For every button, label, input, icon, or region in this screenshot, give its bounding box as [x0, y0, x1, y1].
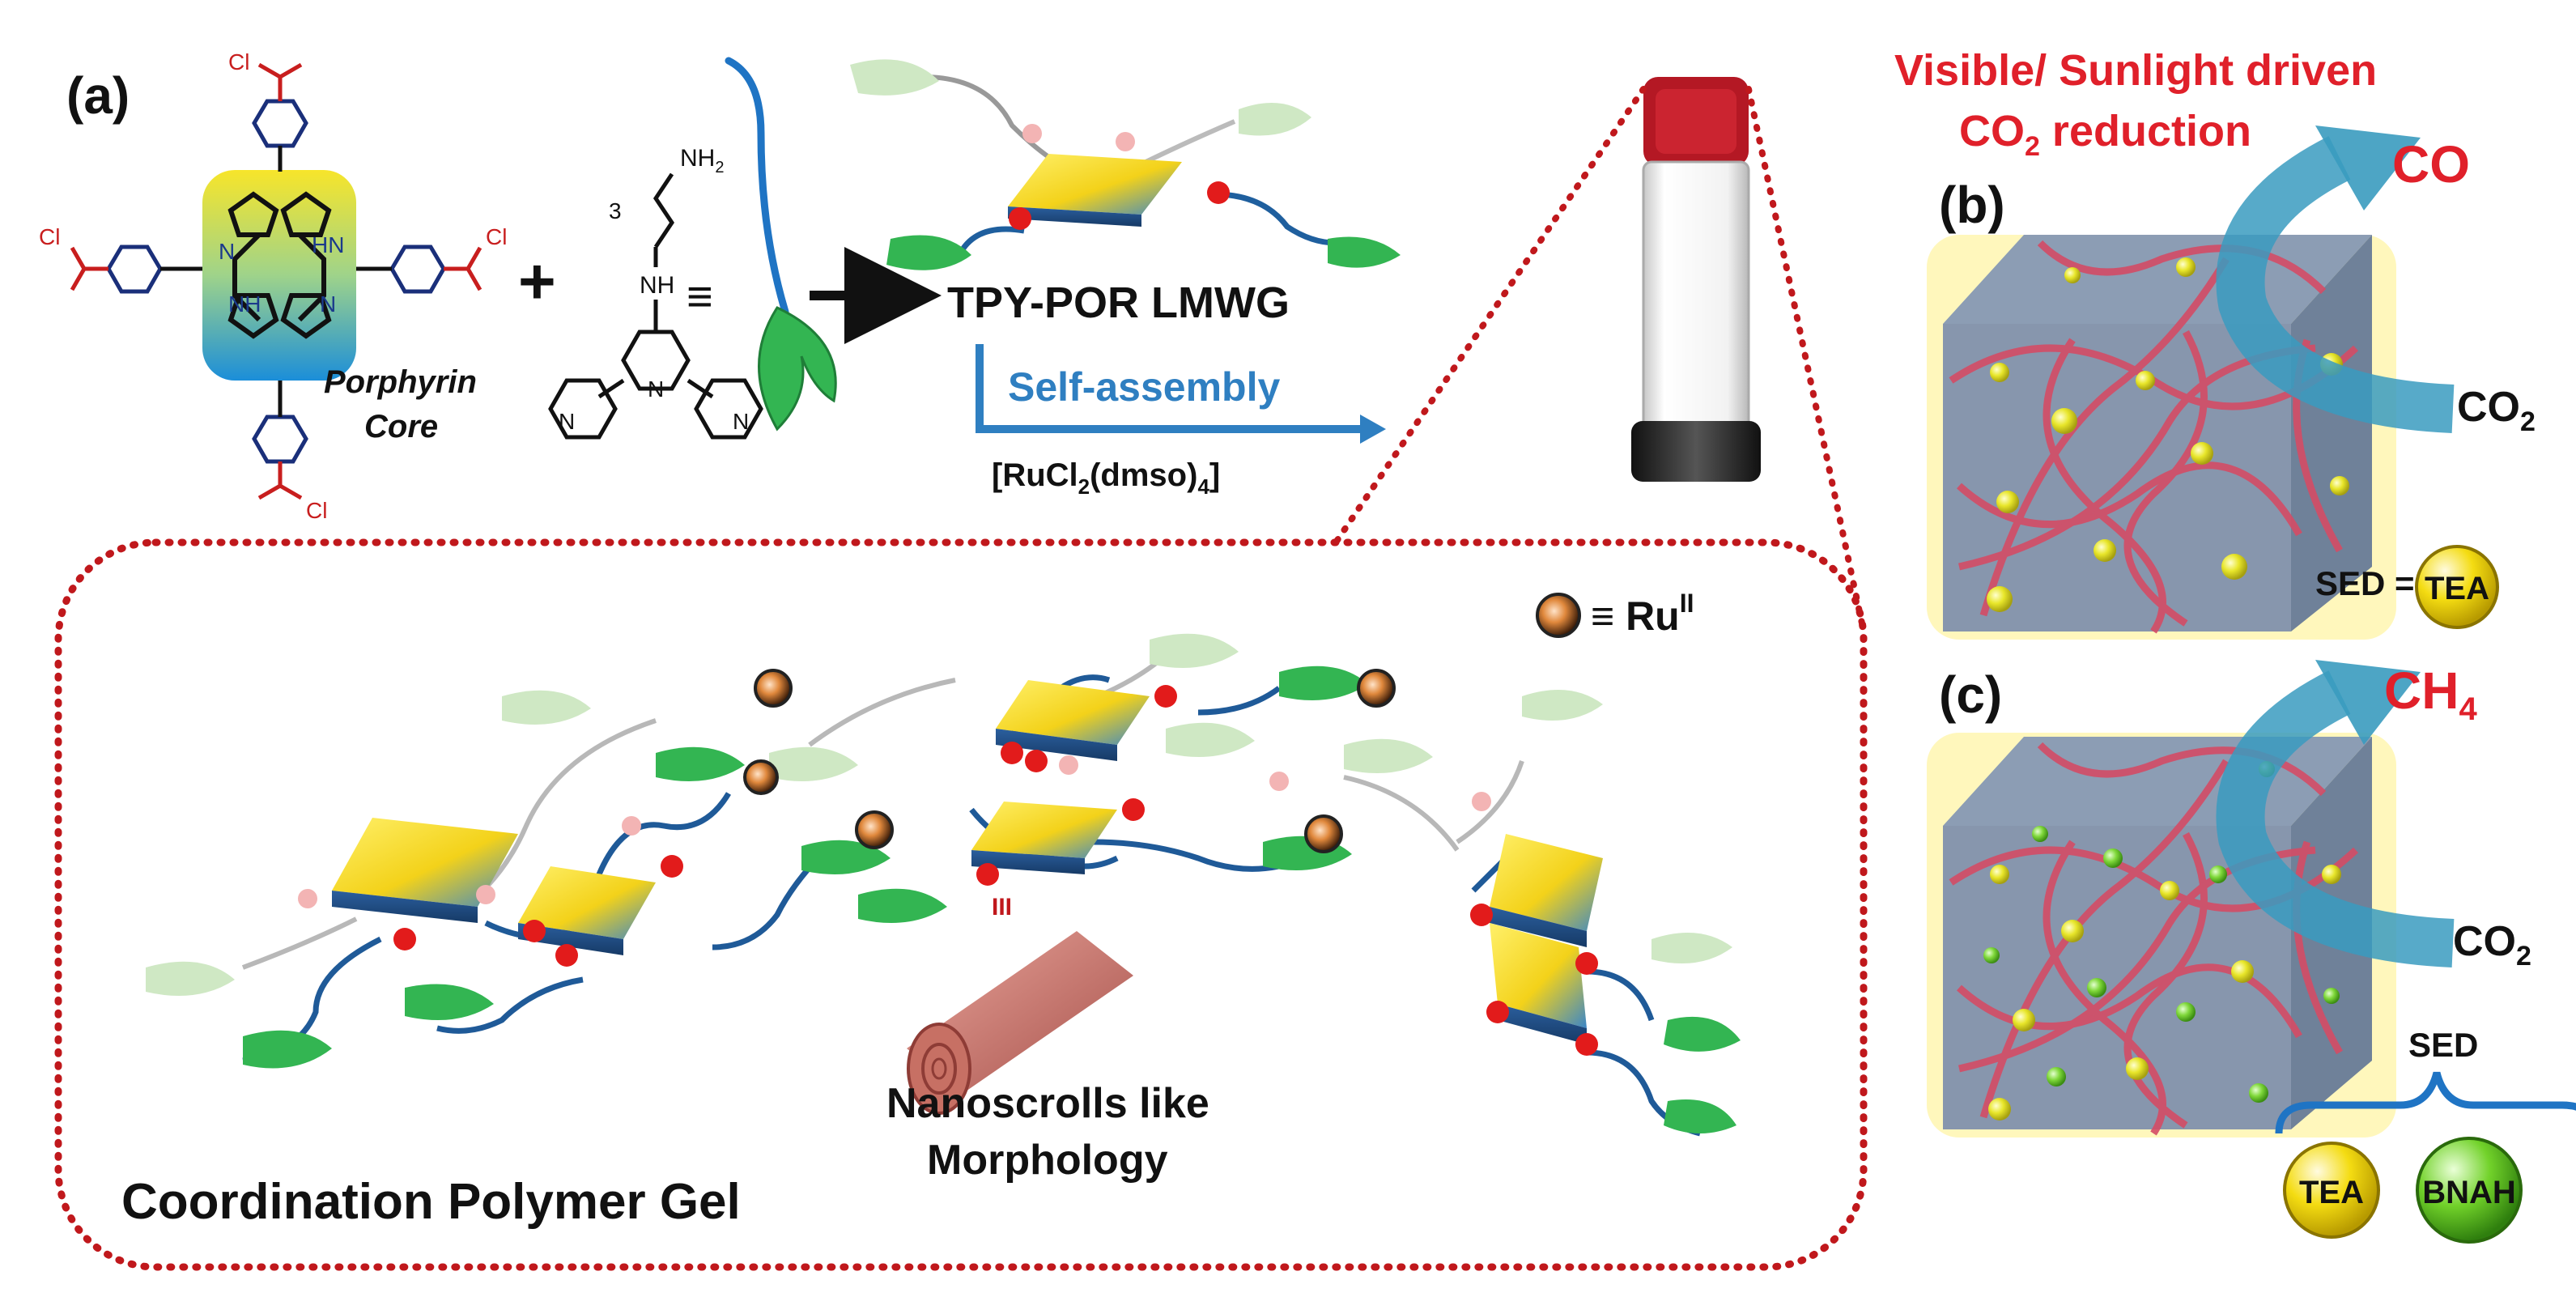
cl-right: Cl — [486, 224, 507, 249]
morphology-label-1: Nanoscrolls like — [886, 1080, 1209, 1127]
gel-caption: Coordination Polymer Gel — [121, 1174, 741, 1230]
plus-sign: + — [518, 245, 556, 317]
ru-legend-text: ≡ RuII — [1591, 589, 1694, 639]
panel-b-sed-label: SED = — [2315, 564, 2415, 602]
gel-box-border — [54, 538, 1868, 1271]
zoom-lines — [1333, 86, 1865, 627]
nanoscroll-marker: III — [992, 894, 1012, 921]
phenyl-right — [389, 245, 446, 294]
title-line-2: CO2 reduction — [1959, 107, 2251, 162]
porphyrin-tile-3 — [996, 680, 1150, 761]
panel-c-product: CH4 — [2384, 661, 2477, 727]
panel-a-label: (a) — [66, 66, 130, 125]
linker-n-center: N — [648, 376, 664, 402]
self-assembly-arrow — [976, 344, 1386, 444]
panel-c-label: (c) — [1939, 666, 2002, 724]
porphyrin-n-right: N — [320, 291, 336, 317]
linker-cartoon-icon — [725, 57, 837, 432]
phenyl-bottom — [252, 415, 308, 464]
morphology-label-2: Morphology — [927, 1137, 1168, 1184]
porphyrin-tile-1 — [332, 818, 518, 923]
tpy-por-molecule — [850, 59, 1401, 270]
ru-reagent-label: [RuCl2(dmso)4] — [992, 457, 1220, 499]
panel-b-reactant: CO2 — [2457, 384, 2536, 437]
porphyrin-tile-5 — [1490, 834, 1603, 947]
panel-c-sed-label: SED — [2408, 1026, 2478, 1064]
linker-nh2: NH2 — [680, 145, 724, 176]
porphyrin-nh-top: HN — [312, 232, 344, 257]
porphyrin-core-label-2: Core — [364, 409, 438, 444]
polymer-network — [146, 633, 1741, 1137]
panel-b-label: (b) — [1939, 176, 2005, 234]
panel-c-reactant: CO2 — [2453, 918, 2531, 972]
porphyrin-n-left: N — [219, 239, 235, 264]
conversion-arrow-b — [2216, 125, 2455, 433]
self-assembly-label: Self-assembly — [1008, 364, 1280, 410]
terpyridine-linker: NH2 3 NH N N N — [548, 145, 763, 440]
porphyrin-molecule: N HN NH N Cl Cl Cl Cl Porphyrin Core — [39, 49, 507, 523]
gel-vial — [1631, 77, 1761, 482]
bnah-badge — [2416, 1137, 2523, 1244]
bnah-label: BNAH — [2422, 1175, 2516, 1210]
product-label: TPY-POR LMWG — [947, 279, 1290, 327]
porphyrin-core-label-1: Porphyrin — [324, 364, 477, 400]
conversion-arrow-c — [2216, 660, 2455, 967]
porphyrin-tile-2 — [518, 866, 656, 955]
linker-chain-index: 3 — [609, 198, 622, 223]
title-line-1: Visible/ Sunlight driven — [1894, 46, 2377, 95]
tea-badge-b — [2415, 545, 2499, 629]
tea-badge-c — [2283, 1142, 2380, 1239]
phenyl-left — [106, 245, 163, 294]
linker-n-left: N — [559, 409, 575, 434]
nanoscroll-icon — [907, 931, 1133, 1115]
linker-n-right: N — [733, 409, 749, 434]
cl-bottom: Cl — [306, 498, 327, 523]
linker-nh: NH — [640, 272, 674, 299]
cl-left: Cl — [39, 224, 60, 249]
ru-legend-icon — [1536, 593, 1581, 638]
cl-top: Cl — [228, 49, 249, 74]
panel-b-product: CO — [2392, 135, 2470, 193]
porphyrin-tile-6 — [1490, 923, 1587, 1044]
equiv-sign: ≡ — [687, 270, 713, 321]
sed-brace — [2275, 1071, 2576, 1134]
ru-centers — [743, 669, 1396, 853]
tea-label-c: TEA — [2299, 1175, 2364, 1210]
tea-label-b: TEA — [2425, 571, 2489, 606]
porphyrin-nh-bottom: NH — [228, 291, 261, 317]
phenyl-top — [252, 99, 308, 148]
porphyrin-tile-4 — [971, 802, 1117, 874]
